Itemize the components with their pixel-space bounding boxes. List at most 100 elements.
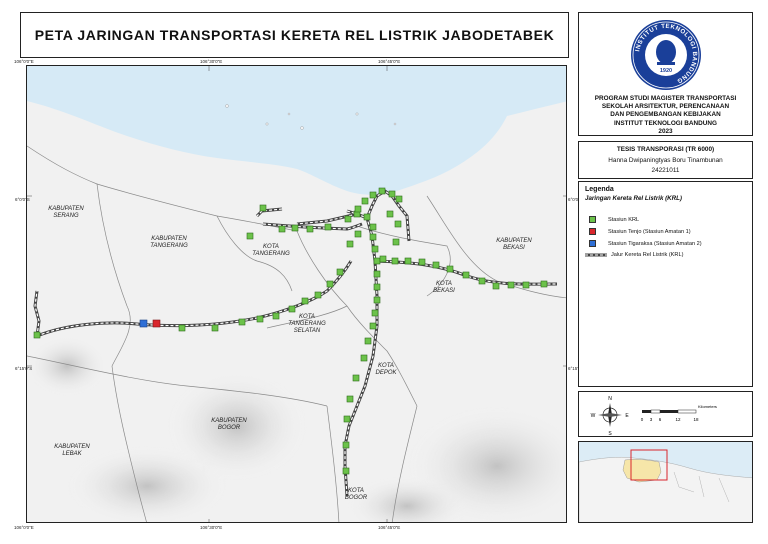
legend-title: Legenda	[585, 186, 614, 193]
station-tenjo-marker	[152, 319, 161, 328]
station-marker	[373, 283, 381, 291]
scale-tick: 18	[693, 417, 699, 422]
station-marker	[371, 309, 379, 317]
map-title-box: PETA JARINGAN TRANSPORTASI KERETA REL LI…	[20, 12, 569, 58]
coord-bottom-mid: 106°30'0"E	[200, 525, 223, 530]
station-tenjo-icon	[589, 228, 596, 235]
label-kab-lebak: KABUPATEN LEBAK	[54, 444, 90, 457]
institution-box: INSTITUT TEKNOLOGI BANDUNG 1920 PROGRAM …	[578, 12, 753, 136]
station-marker	[363, 213, 371, 221]
thesis-box: TESIS TRANSPORASI (TR 6000) Hanna Dwipan…	[578, 141, 753, 179]
krl-stations	[33, 187, 548, 475]
station-marker	[507, 281, 515, 289]
legend-item-krl: Stasiun KRL	[589, 216, 639, 223]
legend-box: Legenda Jaringan Kereta Rel Listrik (KRL…	[578, 181, 753, 387]
scale-tick: 6	[659, 417, 662, 422]
station-marker	[446, 265, 454, 273]
scale-tick: 3	[650, 417, 653, 422]
station-marker	[343, 415, 351, 423]
sea-area	[27, 66, 566, 195]
station-marker	[344, 215, 352, 223]
station-marker	[361, 197, 369, 205]
label-kota-tangerang: KOTA TANGERANG	[252, 244, 290, 257]
label-kab-serang: KABUPATEN SERANG	[48, 206, 84, 219]
station-marker	[346, 240, 354, 248]
scale-unit: Kilometers	[698, 404, 717, 409]
legend-item-tigaraksa: Stasiun Tigaraksa (Stasiun Amatan 2)	[589, 240, 702, 247]
compass-e: E	[625, 413, 629, 419]
compass-w: W	[591, 413, 596, 419]
islands	[225, 104, 397, 130]
station-marker	[314, 291, 322, 299]
station-marker	[432, 261, 440, 269]
label-kab-bogor: KABUPATEN BOGOR	[211, 418, 247, 431]
station-marker	[324, 223, 332, 231]
station-marker	[492, 282, 500, 290]
inset-java-land	[579, 457, 752, 522]
station-marker	[238, 318, 246, 326]
institution-line: DAN PENGEMBANGAN KEBIJAKAN	[610, 111, 721, 119]
station-marker	[278, 225, 286, 233]
station-marker	[256, 315, 264, 323]
coord-bottom-left: 106°0'0"E	[14, 525, 34, 530]
station-marker	[369, 322, 377, 330]
station-marker	[379, 255, 387, 263]
station-tigaraksa-icon	[589, 240, 596, 247]
station-marker	[373, 257, 381, 265]
coord-right-1: 6°0'0"S	[568, 197, 583, 202]
label-kota-tangerang-selatan: KOTA TANGERANG SELATAN	[288, 314, 326, 334]
station-marker	[326, 280, 334, 288]
coord-top-left: 106°0'0"E	[14, 59, 34, 64]
compass-icon: N E S W	[591, 396, 630, 437]
station-marker	[394, 220, 402, 228]
station-marker	[272, 312, 280, 320]
station-marker	[540, 280, 548, 288]
itb-logo-year: 1920	[660, 68, 672, 74]
station-marker	[342, 467, 350, 475]
station-marker	[342, 441, 350, 449]
station-marker	[336, 268, 344, 276]
station-marker	[369, 233, 377, 241]
station-marker	[360, 354, 368, 362]
label-kab-bekasi: KABUPATEN BEKASI	[496, 238, 532, 251]
coord-top-mid: 106°30'0"E	[200, 59, 223, 64]
legend-label: Stasiun Tigaraksa (Stasiun Amatan 2)	[608, 240, 702, 247]
inset-extent-box	[630, 449, 668, 481]
thesis-nim: 24221011	[651, 167, 680, 174]
station-marker	[306, 225, 314, 233]
map-canvas	[27, 66, 566, 522]
scale-tick: 12	[675, 417, 681, 422]
station-marker	[301, 297, 309, 305]
station-tigaraksa-marker	[139, 319, 148, 328]
label-kota-bekasi: KOTA BEKASI	[433, 281, 455, 294]
admin-boundaries	[27, 145, 566, 522]
institution-line: 2023	[658, 127, 673, 135]
station-marker	[391, 257, 399, 265]
legend-subtitle: Jaringan Kereta Rel Listrik (KRL)	[585, 195, 682, 202]
scale-tick: 0	[641, 417, 644, 422]
inset-map-canvas	[579, 442, 752, 522]
station-marker	[352, 374, 360, 382]
station-marker	[378, 187, 386, 195]
station-marker	[364, 337, 372, 345]
station-marker	[354, 230, 362, 238]
coord-left-1: 6°0'0"S	[15, 197, 30, 202]
compass-n: N	[608, 396, 612, 402]
institution-line: SEKOLAH ARSITEKTUR, PERENCANAAN	[601, 103, 730, 111]
institution-line: INSTITUT TEKNOLOGI BANDUNG	[614, 119, 717, 127]
thesis-author: Hanna Dwipaningtyas Boru Tinambunan	[608, 156, 723, 164]
scale-box: N E S W 0 3 6 12 18 Kilometers	[578, 391, 753, 437]
institution-line: PROGRAM STUDI MAGISTER TRANSPORTASI	[594, 95, 737, 102]
map-frame[interactable]: KABUPATEN SERANG KABUPATEN TANGERANG KOT…	[26, 65, 567, 523]
legend-item-tenjo: Stasiun Tenjo (Stasiun Amatan 1)	[589, 228, 691, 235]
station-marker	[386, 210, 394, 218]
station-marker	[404, 257, 412, 265]
rail-line-icon	[585, 253, 607, 257]
legend-item-rail: Jalur Kereta Rel Listrik (KRL)	[585, 252, 683, 258]
station-marker	[371, 245, 379, 253]
station-marker	[369, 223, 377, 231]
itb-logo-icon: INSTITUT TEKNOLOGI BANDUNG 1920	[631, 20, 701, 90]
station-marker	[291, 224, 299, 232]
station-marker	[369, 191, 377, 199]
station-marker	[522, 281, 530, 289]
